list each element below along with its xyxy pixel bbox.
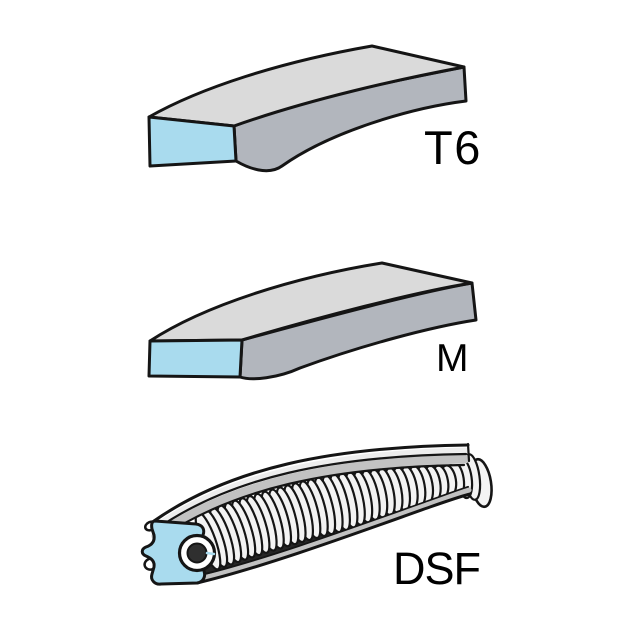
- dsf-top-rail-mid-edge: [153, 452, 468, 532]
- t6-top-face: [147, 44, 466, 128]
- dsf-top-rail-face: [151, 454, 470, 541]
- dsf-spring-coils: [194, 453, 482, 571]
- m-cross-section-face: [147, 338, 244, 379]
- dsf-top-rail-end-cap: [466, 442, 471, 463]
- ring-label-t6: T6: [424, 121, 482, 174]
- ring-label-m: M: [436, 337, 469, 380]
- dsf-spring-core: [186, 542, 208, 564]
- dsf-top-rail-lower-edge: [154, 463, 466, 543]
- ring-illustration-t6: [147, 44, 468, 173]
- dsf-top-outline: [152, 443, 470, 523]
- dsf-bottom-rail-face: [196, 487, 472, 582]
- dsf-bottom-outline: [195, 492, 472, 585]
- dsf-spring-core-tick: [205, 551, 216, 556]
- ring-illustration-dsf: [140, 442, 493, 586]
- m-top-face: [148, 261, 474, 343]
- ring-illustration-m: [147, 261, 478, 381]
- dsf-bottom-rail-top-edge: [199, 485, 470, 577]
- t6-cross-section-face: [147, 115, 238, 168]
- dsf-top-rail-upper-face: [151, 447, 469, 530]
- ring-label-dsf: DSF: [393, 543, 481, 594]
